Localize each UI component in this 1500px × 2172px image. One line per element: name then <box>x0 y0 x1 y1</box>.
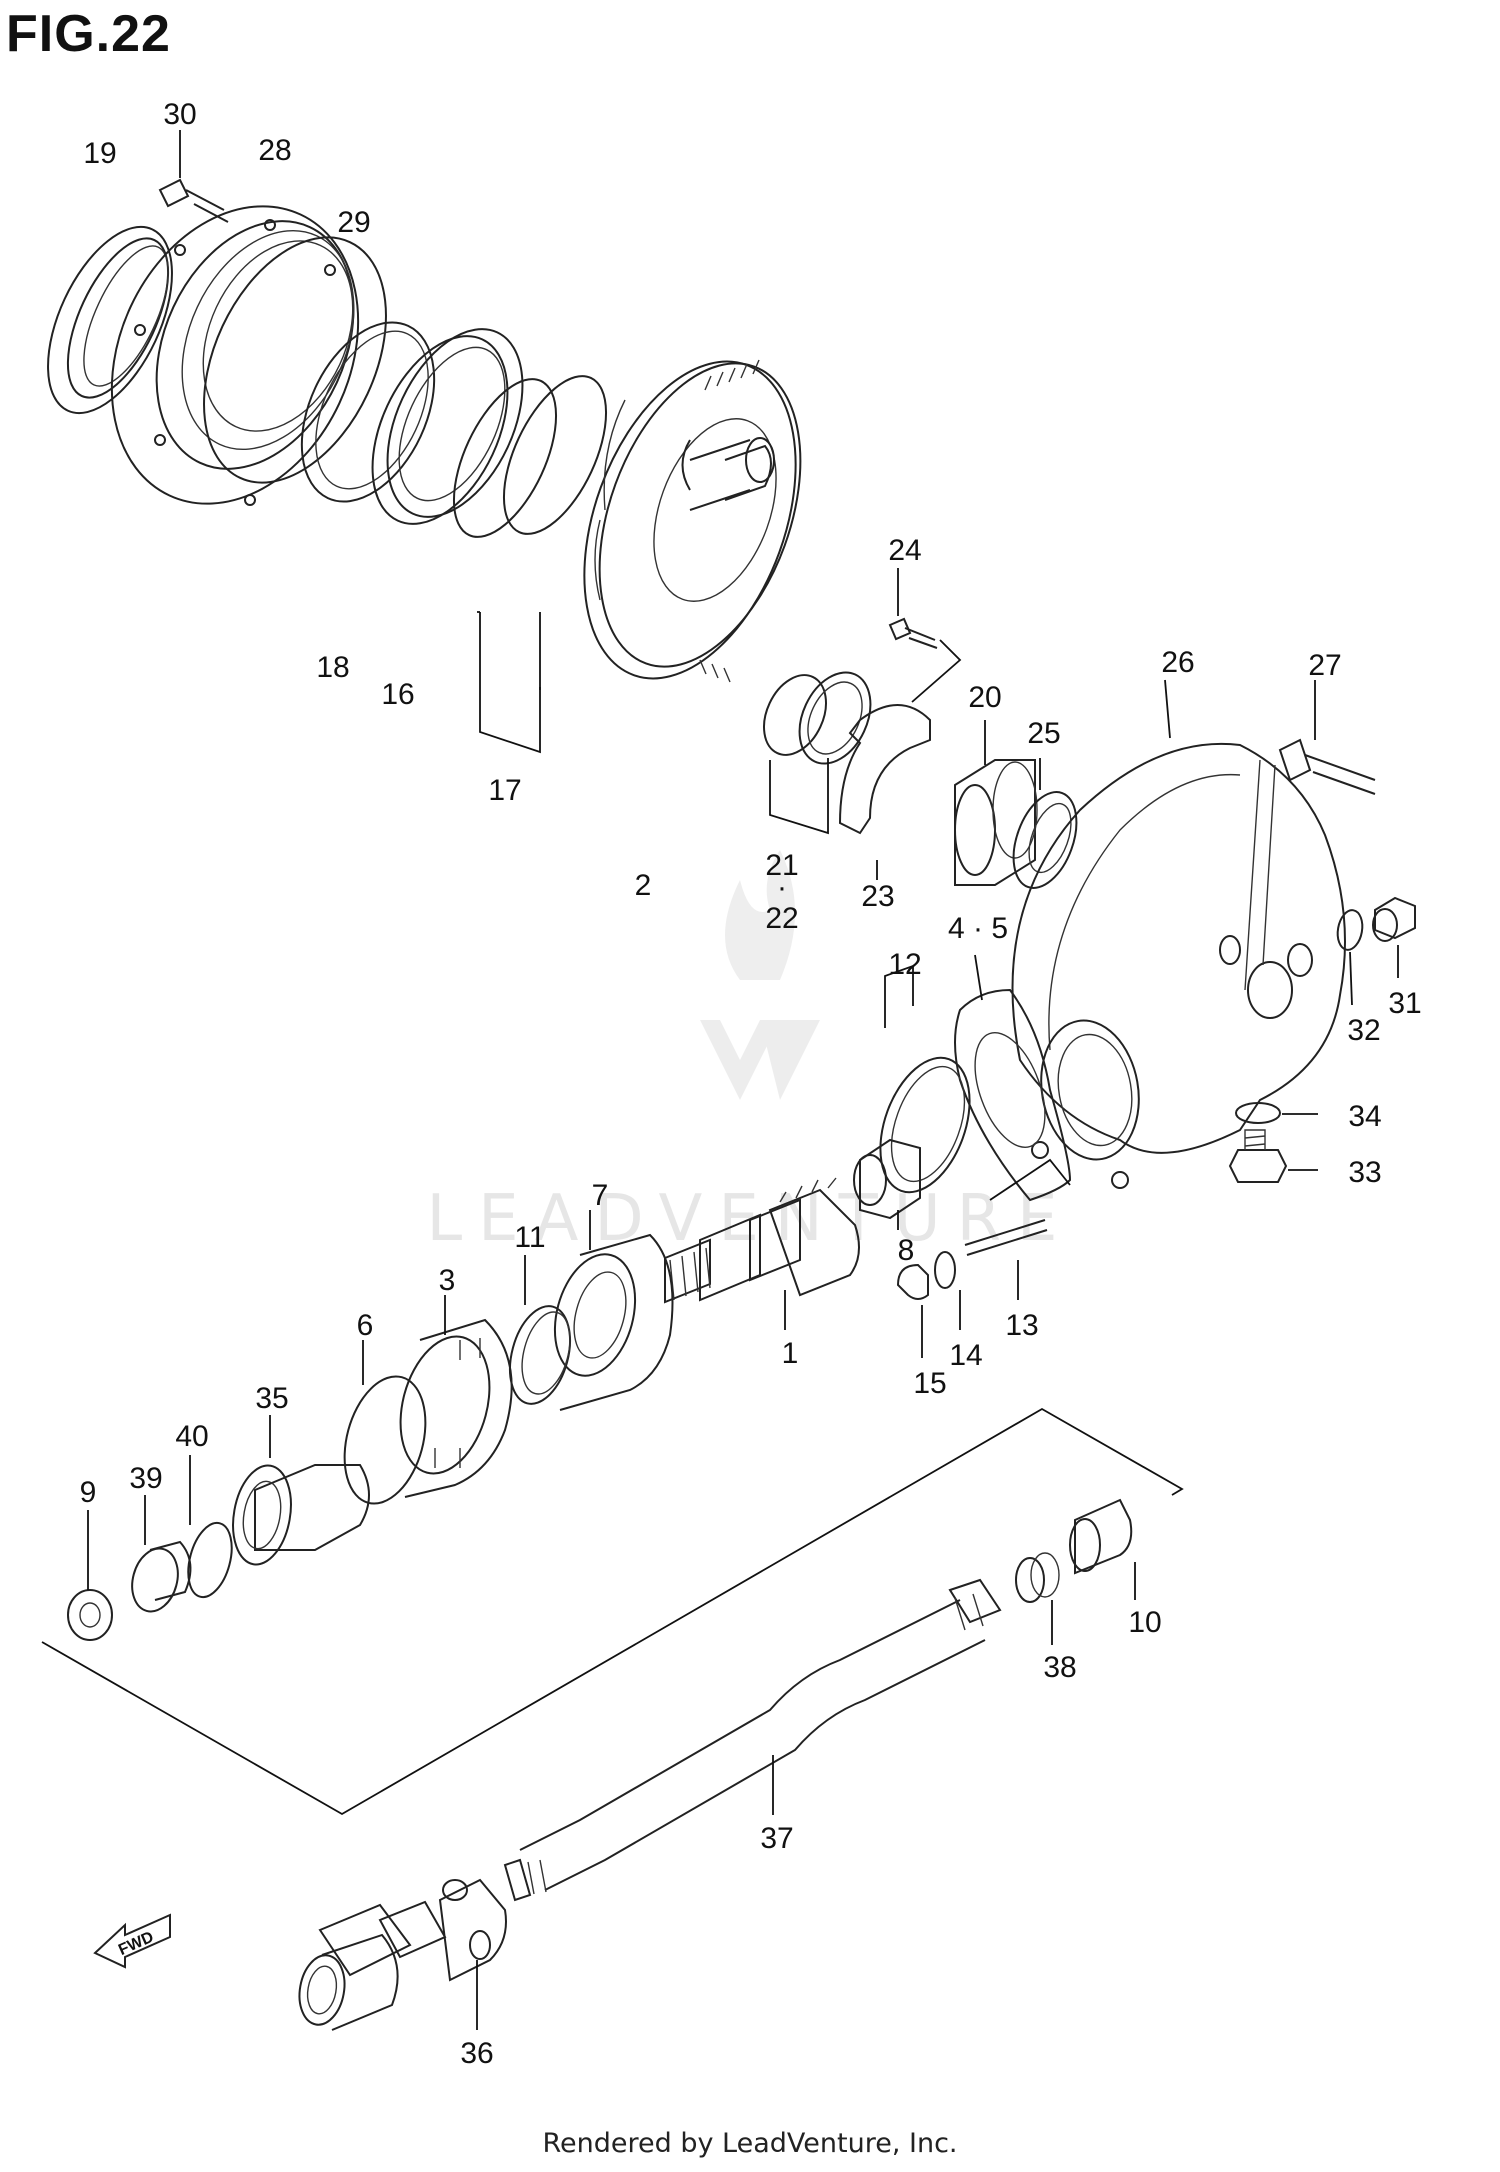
part-19-oil-seal <box>47 225 173 415</box>
part-28-bearing-housing <box>110 205 360 506</box>
part-3-bearing-nut <box>399 1295 513 1498</box>
callout-1: 1 <box>782 1337 799 1370</box>
callout-12: 12 <box>888 948 921 981</box>
callout-25: 25 <box>1027 717 1060 750</box>
callout-2: 2 <box>635 869 652 902</box>
callout-21-22-dot: · <box>777 871 787 904</box>
callout-27: 27 <box>1308 649 1341 682</box>
callout-18: 18 <box>316 651 349 684</box>
footer-credit: Rendered by LeadVenture, Inc. <box>542 2128 958 2159</box>
callout-29: 29 <box>337 206 370 239</box>
callout-35: 35 <box>255 1382 288 1415</box>
watermark-logo: LEADVENTURE <box>427 850 1074 1256</box>
callout-14: 14 <box>949 1339 982 1372</box>
callout-15: 15 <box>913 1367 946 1400</box>
callout-9: 9 <box>80 1476 97 1509</box>
part-38-ring <box>1015 1552 1060 1645</box>
callout-22: 22 <box>765 902 798 935</box>
part-10-nut <box>1069 1498 1136 1600</box>
callout-8: 8 <box>898 1234 915 1267</box>
shaft-group-bracket <box>41 1407 1184 1816</box>
part-12-shim <box>879 964 971 1194</box>
part-32-gasket <box>1336 909 1364 1006</box>
part-35-coupling <box>232 1415 370 1566</box>
part-26-final-gear-case <box>1011 679 1346 1189</box>
part-11-shim <box>509 1255 571 1405</box>
part-39-spacer <box>131 1495 192 1613</box>
callout-10: 10 <box>1128 1606 1161 1639</box>
callout-20: 20 <box>968 681 1001 714</box>
part-36-universal-joint <box>298 1878 507 2031</box>
part-9-washer <box>67 1510 113 1641</box>
part-40-circlip <box>187 1455 233 1599</box>
part-1-drive-pinion <box>664 1177 860 1330</box>
part-25-seal <box>1012 758 1078 889</box>
callout-36: 36 <box>460 2037 493 2070</box>
part-20-bearing <box>954 720 1038 886</box>
part-27-stud <box>1278 680 1376 795</box>
callout-23: 23 <box>861 880 894 913</box>
part-6-o-ring <box>343 1340 427 1505</box>
callout-17: 17 <box>488 774 521 807</box>
callout-39: 39 <box>129 1462 162 1495</box>
part-15-cap-nut <box>896 1263 929 1358</box>
part-17-shims <box>452 375 608 754</box>
part-24-bolt <box>888 568 962 703</box>
callout-4-5: 4 · 5 <box>948 912 1008 945</box>
figure-title: FIG.22 <box>6 5 171 63</box>
forward-direction-arrow-icon: FWD <box>93 1913 171 1969</box>
callout-31: 31 <box>1388 987 1421 1020</box>
part-31-plug <box>1372 896 1416 978</box>
callout-32: 32 <box>1347 1014 1380 1047</box>
part-29-o-ring <box>203 236 387 484</box>
part-18-shim <box>300 321 436 503</box>
callout-7: 7 <box>592 1179 609 1212</box>
part-23-stopper <box>838 704 931 880</box>
part-16-bearing <box>371 328 524 525</box>
part-14-washer <box>934 1251 961 1330</box>
callout-34: 34 <box>1348 1100 1381 1133</box>
callout-26: 26 <box>1161 646 1194 679</box>
part-30-bolt <box>158 130 229 223</box>
part-37-propeller-shaft <box>503 1578 1002 1902</box>
part-8-bearing <box>853 1138 921 1230</box>
callout-37: 37 <box>760 1822 793 1855</box>
part-7-bearing <box>553 1210 674 1411</box>
callout-38: 38 <box>1043 1651 1076 1684</box>
callout-6: 6 <box>357 1309 374 1342</box>
callout-28: 28 <box>258 134 291 167</box>
callout-30: 30 <box>163 98 196 131</box>
callout-3: 3 <box>439 1264 456 1297</box>
callout-19: 19 <box>83 137 116 170</box>
part-2-ring-gear <box>583 359 802 683</box>
part-33-drain-plug <box>1228 1129 1318 1183</box>
part-13-stud-bolt <box>964 1158 1071 1300</box>
callout-21: 21 <box>765 849 798 882</box>
part-21-22-shims <box>763 671 872 835</box>
callout-40: 40 <box>175 1420 208 1453</box>
callout-labels: 30 19 28 29 18 16 17 2 21 · 22 23 24 20 … <box>80 98 1422 2070</box>
callout-11: 11 <box>514 1221 545 1254</box>
callout-16: 16 <box>381 678 414 711</box>
watermark-text: LEADVENTURE <box>427 1182 1074 1256</box>
part-34-gasket <box>1235 1102 1318 1124</box>
callout-33: 33 <box>1348 1156 1381 1189</box>
callout-13: 13 <box>1005 1309 1038 1342</box>
callout-24: 24 <box>888 534 921 567</box>
